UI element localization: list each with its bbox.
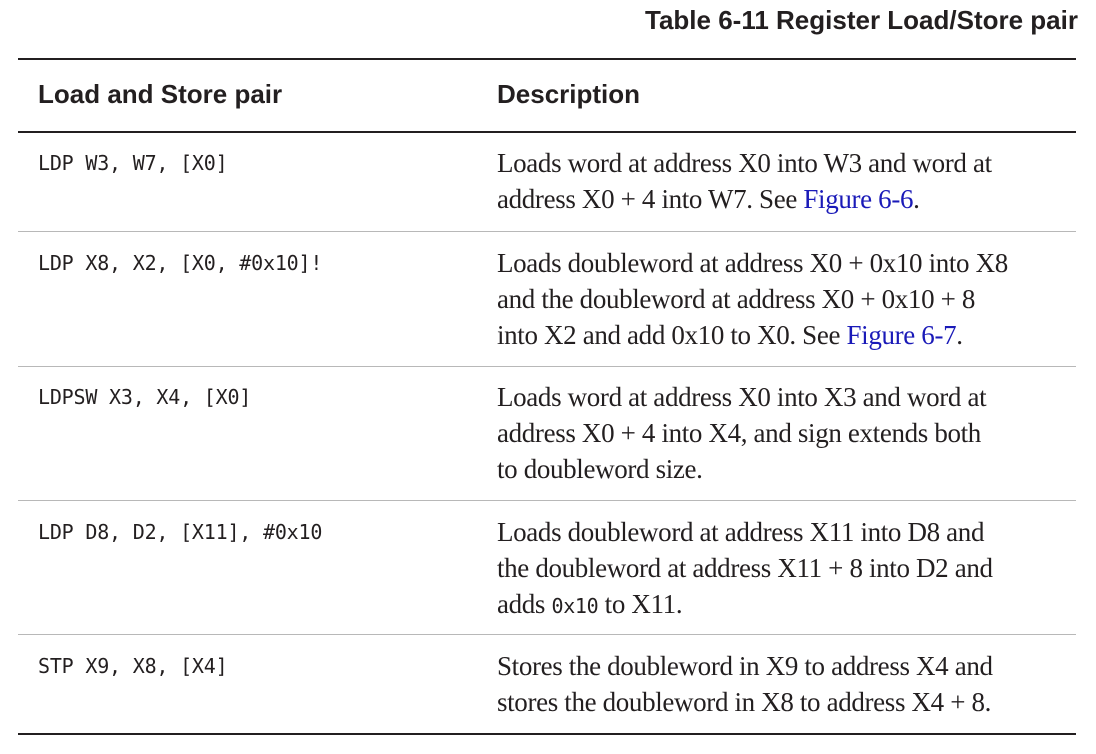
figure-link[interactable]: Figure 6-6 bbox=[803, 184, 914, 214]
row-divider bbox=[18, 366, 1076, 367]
description-line: and the doubleword at address X0 + 0x10 … bbox=[497, 284, 976, 314]
description-text: adds bbox=[497, 589, 552, 619]
instruction-cell: LDP X8, X2, [X0, #0x10]! bbox=[38, 251, 323, 275]
description-line: Loads doubleword at address X11 into D8 … bbox=[497, 517, 985, 547]
top-rule bbox=[18, 58, 1076, 60]
description-line: the doubleword at address X11 + 8 into D… bbox=[497, 553, 993, 583]
row-divider bbox=[18, 634, 1076, 635]
inline-code: 0x10 bbox=[551, 594, 599, 618]
description-cell: Loads doubleword at address X0 + 0x10 in… bbox=[497, 245, 1063, 353]
row-divider bbox=[18, 500, 1076, 501]
description-cell: Stores the doubleword in X9 to address X… bbox=[497, 648, 1063, 720]
table-caption: Table 6-11 Register Load/Store pair bbox=[645, 5, 1078, 35]
description-line: to doubleword size. bbox=[497, 454, 703, 484]
header-load-store-pair: Load and Store pair bbox=[38, 79, 283, 109]
description-line: Loads word at address X0 into W3 and wor… bbox=[497, 148, 992, 178]
description-line: Stores the doubleword in X9 to address X… bbox=[497, 651, 993, 681]
description-text: . bbox=[913, 184, 920, 214]
description-text: address X0 + 4 into W7. See bbox=[497, 184, 804, 214]
description-line: Loads word at address X0 into X3 and wor… bbox=[497, 382, 987, 412]
description-cell: Loads word at address X0 into W3 and wor… bbox=[497, 145, 1063, 217]
description-cell: Loads doubleword at address X11 into D8 … bbox=[497, 514, 1063, 624]
bottom-rule bbox=[18, 733, 1076, 735]
description-cell: Loads word at address X0 into X3 and wor… bbox=[497, 379, 1063, 487]
description-line: into X2 and add 0x10 to X0. See Figure 6… bbox=[497, 317, 1063, 353]
description-line: adds 0x10 to X11. bbox=[497, 586, 1063, 624]
description-text: into X2 and add 0x10 to X0. See bbox=[497, 320, 847, 350]
description-text: . bbox=[956, 320, 963, 350]
header-description: Description bbox=[497, 79, 641, 109]
header-rule bbox=[18, 131, 1076, 133]
description-text: to X11. bbox=[598, 589, 683, 619]
figure-link[interactable]: Figure 6-7 bbox=[846, 320, 957, 350]
instruction-cell: LDP W3, W7, [X0] bbox=[38, 151, 228, 175]
instruction-cell: LDPSW X3, X4, [X0] bbox=[38, 385, 252, 409]
description-line: address X0 + 4 into X4, and sign extends… bbox=[497, 418, 981, 448]
description-line: address X0 + 4 into W7. See Figure 6-6. bbox=[497, 181, 1063, 217]
instruction-cell: STP X9, X8, [X4] bbox=[38, 654, 228, 678]
description-line: stores the doubleword in X8 to address X… bbox=[497, 687, 992, 717]
row-divider bbox=[18, 231, 1076, 232]
instruction-cell: LDP D8, D2, [X11], #0x10 bbox=[38, 520, 323, 544]
description-line: Loads doubleword at address X0 + 0x10 in… bbox=[497, 248, 1008, 278]
